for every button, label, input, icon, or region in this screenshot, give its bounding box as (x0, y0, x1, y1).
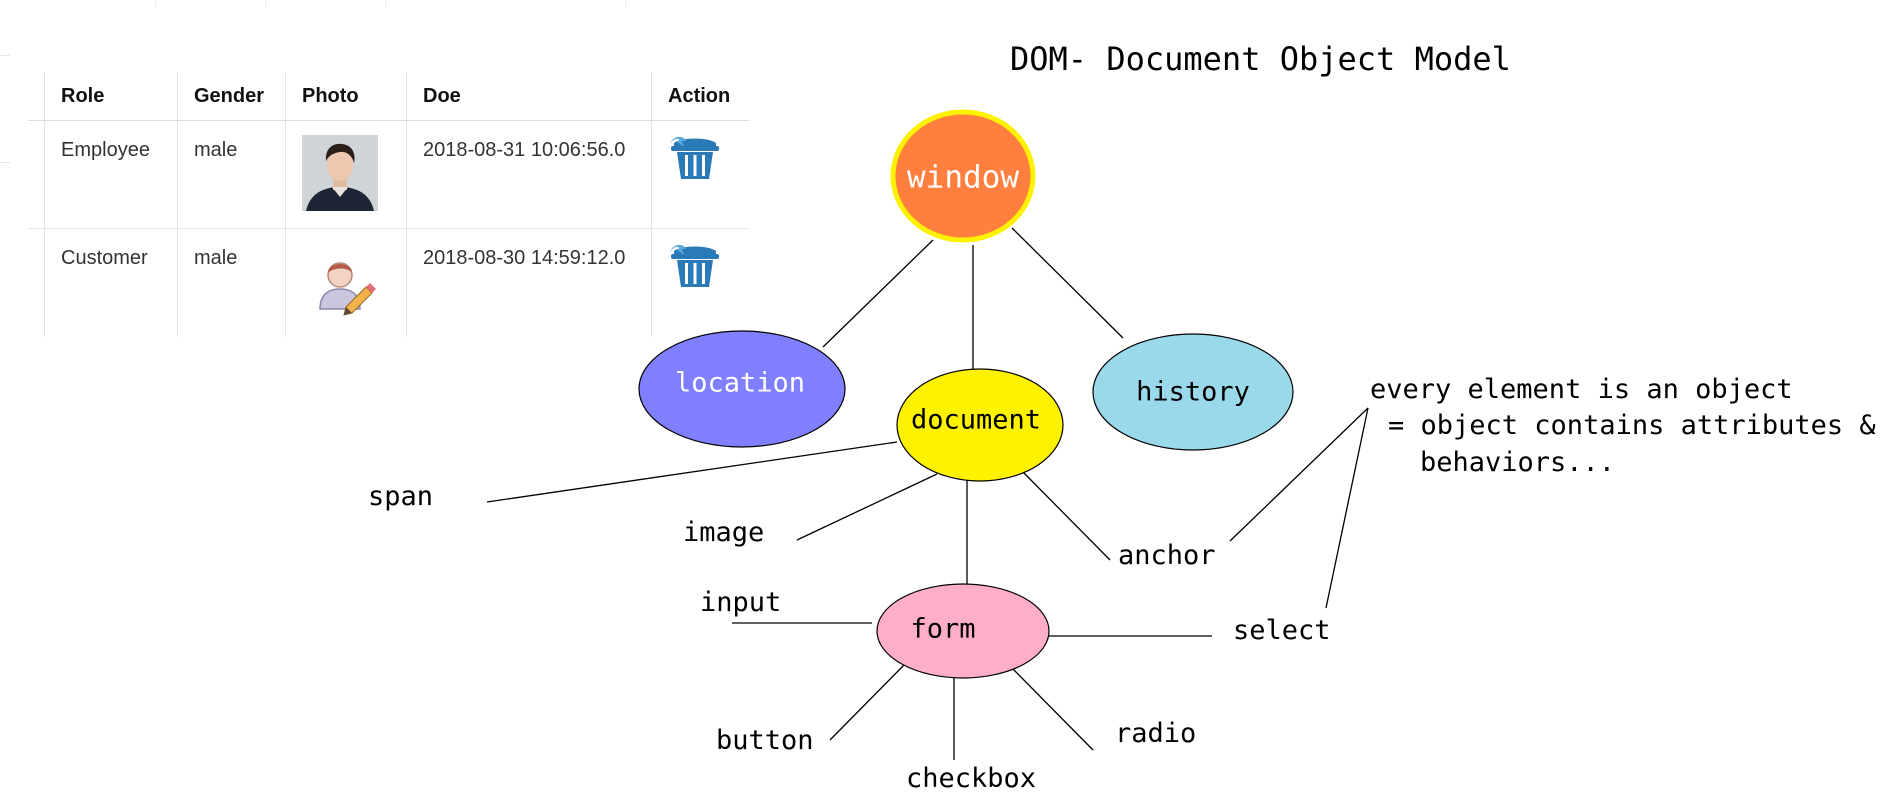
header-role[interactable]: Role (44, 72, 178, 121)
edge-window-history (1011, 227, 1124, 339)
cell-photo (285, 228, 407, 337)
left-mark (0, 162, 10, 163)
label-checkbox: checkbox (906, 763, 1036, 794)
edge-note-select (1325, 407, 1369, 609)
cell-action (651, 228, 749, 337)
cell-gender: male (177, 120, 286, 229)
label-select: select (1233, 615, 1331, 646)
header-doe[interactable]: Doe (406, 72, 652, 121)
header-gender[interactable]: Gender (177, 72, 286, 121)
cell-role: Employee (44, 120, 178, 229)
node-location-label: location (675, 368, 805, 399)
label-input: input (700, 587, 781, 618)
note-line-2: = object contains attributes & (1388, 410, 1876, 441)
users-table: Role Gender Photo Doe Action Employee ma… (28, 72, 749, 337)
diagram-title: DOM- Document Object Model (1010, 40, 1511, 78)
left-mark (0, 55, 10, 56)
node-window-label: window (907, 160, 1019, 196)
header-photo[interactable]: Photo (285, 72, 407, 121)
table-row: Customer male 2018-08-30 14:59:12.0 (28, 228, 749, 337)
header-spacer (28, 72, 45, 121)
top-strip (0, 0, 626, 8)
node-history: history (1092, 333, 1294, 451)
node-document-label: document (911, 405, 1041, 436)
cell-photo (285, 120, 407, 229)
edge-note-anchor (1229, 407, 1369, 542)
node-document: document (896, 368, 1064, 482)
cell-gender: male (177, 228, 286, 337)
cell-doe: 2018-08-31 10:06:56.0 (406, 120, 652, 229)
user-edit-icon (302, 243, 378, 319)
edge-form-radio (1011, 667, 1094, 751)
label-radio: radio (1115, 718, 1196, 749)
note-line-3: behaviors... (1420, 447, 1615, 478)
node-form: form (876, 583, 1050, 679)
top-divider (265, 0, 266, 8)
header-action[interactable]: Action (651, 72, 749, 121)
label-anchor: anchor (1118, 540, 1216, 571)
top-divider (385, 0, 386, 8)
label-image: image (683, 517, 764, 548)
node-location: location (638, 330, 846, 448)
edge-form-button (829, 663, 906, 741)
node-window: window (890, 109, 1036, 243)
node-form-label: form (910, 614, 975, 645)
top-divider (155, 0, 156, 8)
top-divider (625, 0, 626, 8)
edge-document-anchor (1021, 470, 1111, 561)
edge-document-image (796, 473, 938, 541)
label-button: button (716, 725, 814, 756)
table-row: Employee male 2018-08-31 10:06:56.0 (28, 120, 749, 229)
trash-icon[interactable] (668, 135, 722, 181)
cell-doe: 2018-08-30 14:59:12.0 (406, 228, 652, 337)
table-header-row: Role Gender Photo Doe Action (28, 72, 749, 121)
trash-icon[interactable] (668, 243, 722, 289)
edge-window-location (822, 239, 934, 348)
note-line-1: every element is an object (1370, 374, 1793, 405)
note: every element is an object = object cont… (1370, 374, 1876, 478)
label-span: span (368, 481, 433, 512)
edge-document-span (486, 441, 898, 503)
person-photo (302, 135, 378, 211)
cell-role: Customer (44, 228, 178, 337)
node-history-label: history (1136, 377, 1250, 408)
cell-action (651, 120, 749, 229)
connector-lines (486, 227, 1369, 760)
row-spacer (28, 120, 45, 229)
